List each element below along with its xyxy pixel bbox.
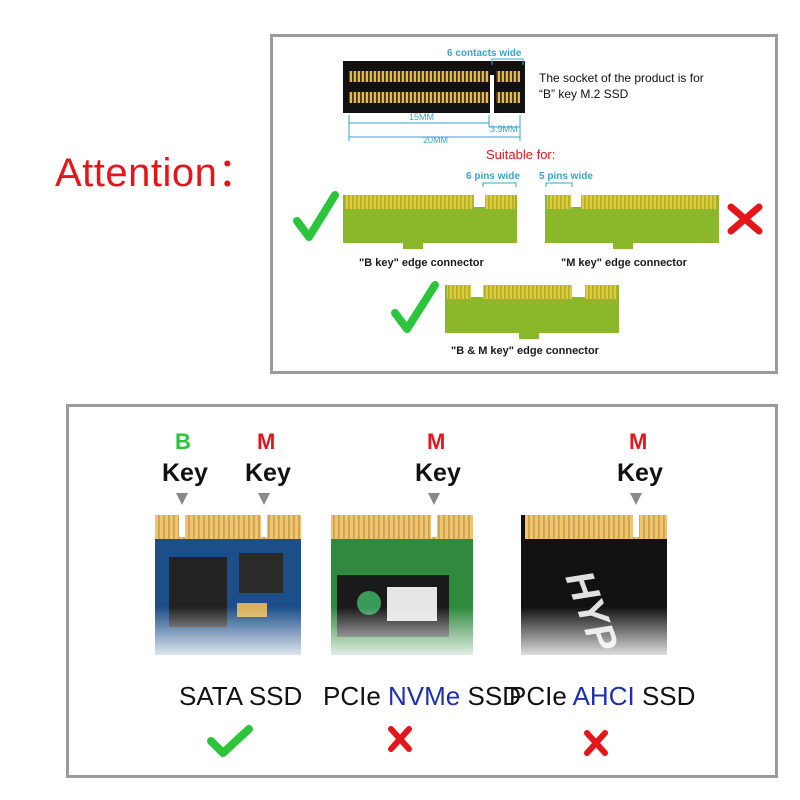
check-icon <box>391 281 439 333</box>
bm-key-label: "B & M key" edge connector <box>451 345 599 357</box>
nvme-label-accent: NVMe <box>388 681 461 711</box>
ahci-m-key-letter: M <box>629 429 648 454</box>
ahci-label-prefix: PCIe <box>509 681 573 711</box>
b-key-word: Key <box>162 459 208 487</box>
nvme-ssd-label: PCIe NVMe SSD <box>323 681 521 712</box>
compatibility-diagram <box>293 58 763 339</box>
contacts-wide-bracket <box>491 58 524 65</box>
sata-m-key-letter: M <box>257 429 276 454</box>
ahci-label-suffix: SSD <box>634 681 696 711</box>
m-key-label: "M key" edge connector <box>561 257 687 269</box>
sata-ssd-text: SATA SSD <box>179 681 303 711</box>
ahci-m-key-word: Key <box>617 459 663 487</box>
ssd-types-panel: HYP B Key M Key M Key M Key SATA SSD PCI… <box>66 404 778 778</box>
m-key-edge-connector <box>545 195 719 249</box>
key-pointer-arrows <box>176 493 642 505</box>
nvme-label-suffix: SSD <box>460 681 521 711</box>
cross-icon <box>727 203 763 235</box>
ssd-photos: HYP <box>149 493 689 757</box>
dimension-lines <box>348 115 521 141</box>
b-key-letter: B <box>175 429 191 454</box>
nvme-m-key-word: Key <box>415 459 461 487</box>
cross-icon <box>388 726 412 752</box>
m2-socket <box>343 61 525 113</box>
sata-ssd-label: SATA SSD <box>179 681 302 712</box>
nvme-m-key-letter: M <box>427 429 446 454</box>
sata-m-key-word: Key <box>245 459 291 487</box>
suitable-for-label: Suitable for: <box>486 147 556 162</box>
ahci-label-accent: AHCI <box>572 681 635 711</box>
socket-description: The socket of the product is for “B” key… <box>539 70 704 102</box>
bm-key-edge-connector <box>445 285 619 339</box>
dim-15mm: 15MM <box>409 112 435 122</box>
b-pins-wide-label: 6 pins wide <box>466 171 520 182</box>
pins-wide-brackets <box>482 182 573 187</box>
nvme-label-prefix: PCIe <box>323 681 389 711</box>
socket-description-line2: “B” key M.2 SSD <box>539 87 629 101</box>
socket-description-line1: The socket of the product is for <box>539 71 704 85</box>
check-icon <box>293 191 339 241</box>
dim-20mm: 20MM <box>423 135 449 145</box>
attention-heading: Attention： <box>55 151 258 195</box>
compatibility-panel: 6 contacts wide The socket of the produc… <box>270 34 778 374</box>
b-key-label: "B key" edge connector <box>359 257 484 269</box>
dim-3-9mm: 3.9MM <box>490 124 518 134</box>
check-icon <box>207 725 253 757</box>
m-pins-wide-label: 5 pins wide <box>539 171 593 182</box>
cross-icon <box>584 730 608 756</box>
b-key-edge-connector <box>343 195 517 249</box>
contacts-wide-label: 6 contacts wide <box>447 48 522 59</box>
ahci-ssd-label: PCIe AHCI SSD <box>509 681 695 712</box>
